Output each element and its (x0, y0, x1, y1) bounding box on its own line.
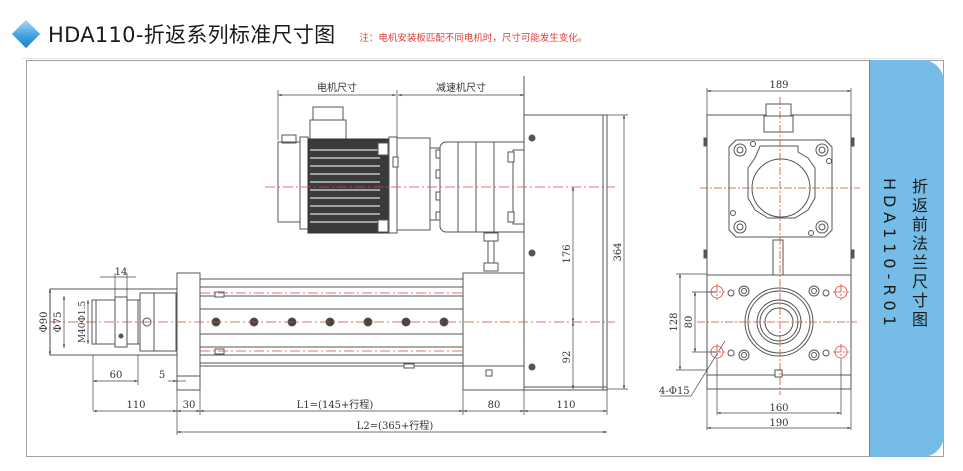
dimension-labels-end: 189 128 80 4-Φ15 160 190 (659, 80, 789, 429)
dim-l2: L2=(365+行程) (357, 419, 434, 432)
page-note: 注：电机安装板匹配不同电机时，尺寸可能发生变化。 (359, 33, 588, 44)
dim-80: 80 (488, 400, 501, 411)
page-title: HDA110-折返系列标准尺寸图 (48, 23, 336, 47)
end-view (703, 103, 855, 390)
dimensions-end (660, 88, 852, 430)
dim-phi75: Φ75 (53, 312, 64, 333)
side-panel-model: HDA110-R01 (880, 178, 899, 331)
dim-thread: M40Φ1.5 (78, 301, 88, 344)
dim-14: 14 (115, 267, 128, 278)
page-header: HDA110-折返系列标准尺寸图 注：电机安装板匹配不同电机时，尺寸可能发生变化… (11, 14, 588, 54)
dim-l1: L1=(145+行程) (297, 398, 374, 411)
motor-size-label: 电机尺寸 (317, 81, 357, 94)
centerlines-side (50, 186, 615, 352)
dim-phi90: Φ90 (39, 312, 50, 333)
dimension-labels-side: 电机尺寸 减速机尺寸 14 Φ90 Φ75 M40Φ1.5 60 5 110 3… (39, 81, 624, 432)
servo-motor (277, 106, 431, 234)
dimensions-side (48, 90, 628, 435)
dim-60: 60 (110, 370, 123, 381)
dim-92: 92 (562, 351, 573, 364)
dim-189: 189 (769, 80, 788, 91)
dim-110-left: 110 (126, 400, 145, 411)
dim-160: 160 (769, 403, 788, 414)
dim-80-end: 80 (684, 316, 695, 329)
dim-holes: 4-Φ15 (659, 386, 690, 397)
dim-190: 190 (769, 418, 788, 429)
reducer (429, 141, 530, 272)
dim-176: 176 (562, 244, 573, 263)
side-panel: 折返前法兰尺寸图 HDA110-R01 (869, 60, 944, 457)
mounting-plate (523, 76, 608, 391)
reducer-size-label: 减速机尺寸 (436, 81, 486, 94)
actuator-body (176, 272, 525, 391)
side-panel-title: 折返前法兰尺寸图 (909, 178, 928, 330)
header-divider (22, 58, 942, 59)
dim-128: 128 (669, 312, 680, 331)
dim-364: 364 (613, 242, 624, 261)
dim-30: 30 (183, 400, 196, 411)
dim-5: 5 (159, 370, 165, 381)
dim-110-right: 110 (556, 400, 575, 411)
side-view (49, 76, 608, 391)
